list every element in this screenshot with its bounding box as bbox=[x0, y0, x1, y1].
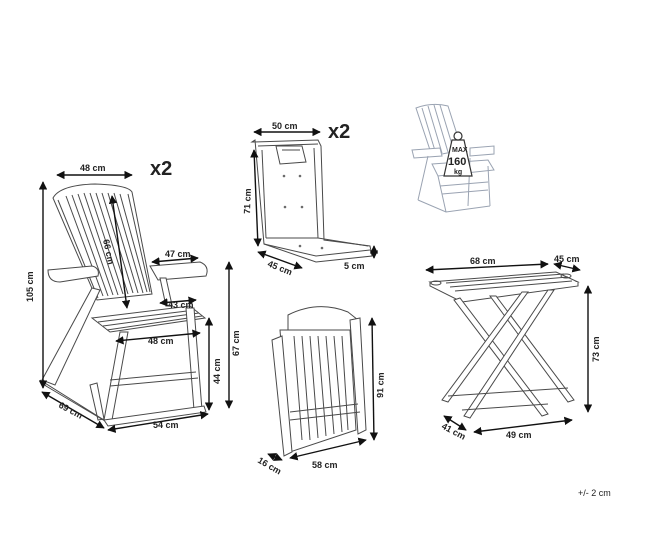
chair-depth-label: 69 cm bbox=[57, 400, 84, 421]
cushion-thickness-label: 5 cm bbox=[344, 261, 365, 271]
tolerance-note: +/- 2 cm bbox=[578, 488, 611, 498]
chair-width-label: 54 cm bbox=[153, 420, 179, 430]
max-load-value: 160 bbox=[448, 156, 466, 168]
chair-armrest-label: 47 cm bbox=[165, 249, 191, 259]
max-load-label: MAX bbox=[452, 147, 468, 154]
tray-table-dimension-arrows bbox=[425, 260, 593, 436]
chair-dimension-arrows bbox=[38, 170, 234, 433]
max-load-weight-icon bbox=[443, 131, 473, 177]
folded-chair-drawing bbox=[271, 306, 367, 457]
chair-arm-gap-label: 43 cm bbox=[168, 300, 194, 310]
chair-seat-height-label: 44 cm bbox=[212, 358, 222, 384]
tray-table-height-label: 73 cm bbox=[591, 336, 601, 362]
chair-seat-width-label: 48 cm bbox=[148, 336, 174, 346]
cushion-drawing bbox=[250, 139, 373, 263]
cushion-dimension-arrows bbox=[250, 127, 379, 270]
tray-table-width-label: 45 cm bbox=[554, 254, 580, 264]
chair-arm-height-label: 67 cm bbox=[231, 330, 241, 356]
cushion-depth-label: 45 cm bbox=[266, 259, 293, 278]
tray-table-drawing bbox=[428, 271, 580, 419]
chair-multiplier: x2 bbox=[150, 158, 172, 180]
chair-back-width-label: 48 cm bbox=[80, 163, 106, 173]
cushion-height-label: 71 cm bbox=[242, 188, 253, 214]
cushion-width-label: 50 cm bbox=[272, 121, 298, 131]
tray-table-base-label: 49 cm bbox=[506, 430, 532, 440]
tray-table-length-label: 68 cm bbox=[470, 256, 496, 266]
max-load-unit: kg bbox=[454, 169, 462, 176]
cushion-multiplier: x2 bbox=[328, 121, 350, 143]
folded-chair-dimension-arrows bbox=[267, 317, 379, 461]
folded-chair-width-label: 58 cm bbox=[312, 460, 338, 470]
chair-total-height-label: 105 cm bbox=[25, 271, 35, 302]
tray-table-depth-label: 41 cm bbox=[440, 421, 467, 442]
folded-chair-height-label: 91 cm bbox=[375, 372, 386, 398]
